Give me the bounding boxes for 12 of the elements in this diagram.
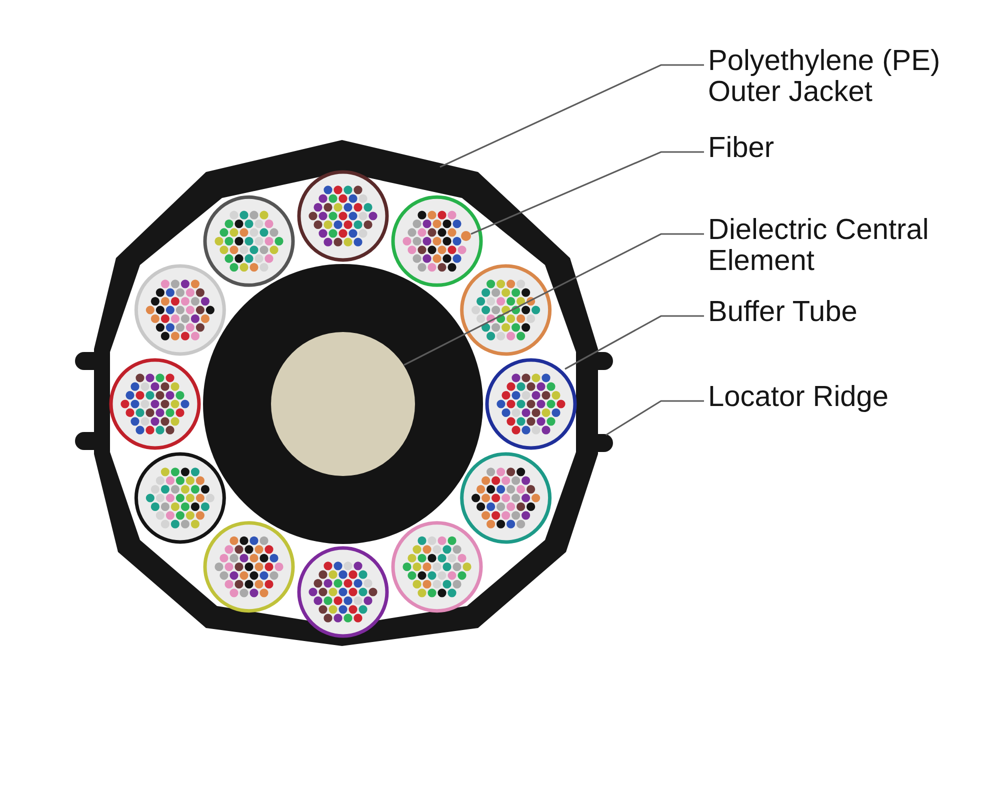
callout-label: Polyethylene (PE) Outer Jacket	[708, 46, 942, 108]
callout-label: Buffer Tube	[708, 297, 858, 328]
callout-label: Fiber	[708, 133, 774, 164]
leader-line	[440, 64, 704, 168]
leader-line	[606, 400, 704, 436]
central-element	[271, 332, 415, 476]
callout-label: Dielectric Central Element	[708, 215, 930, 277]
leader-line	[404, 233, 704, 366]
callout-label: Locator Ridge	[708, 382, 889, 413]
fiber-strand	[461, 231, 471, 241]
leader-line	[564, 315, 704, 370]
leader-line	[470, 151, 704, 235]
